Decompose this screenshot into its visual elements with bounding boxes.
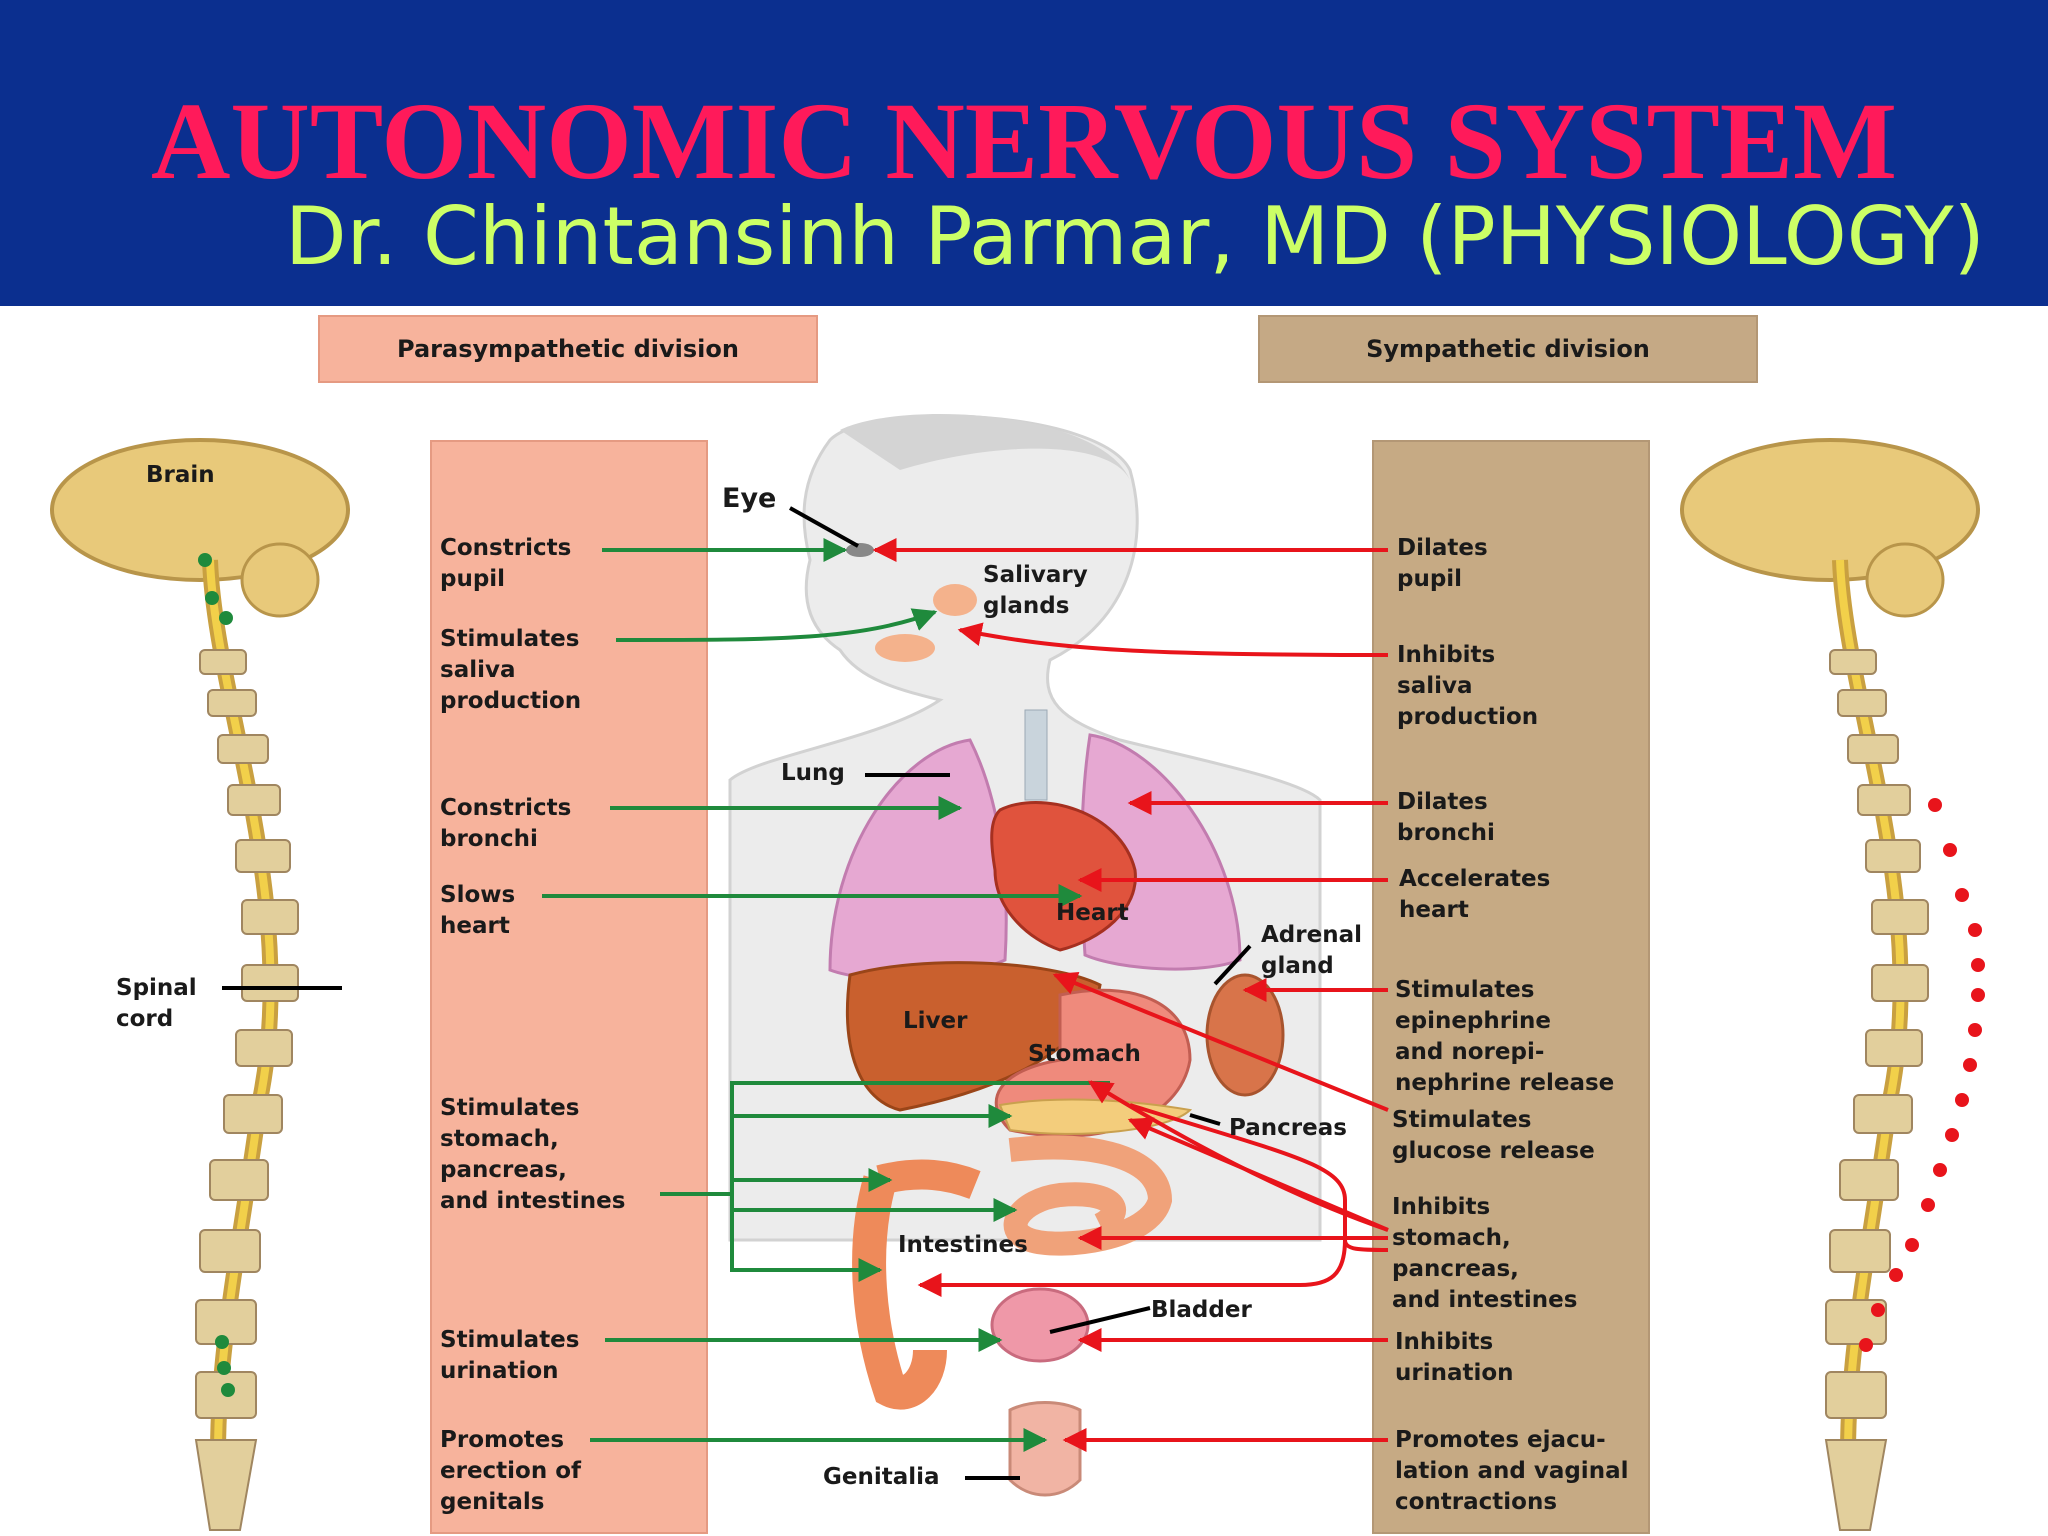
heart-label: Heart [1056,900,1129,926]
adrenal-gland-label: Adrenal gland [1261,922,1362,979]
stomach-label: Stomach [1028,1041,1141,1067]
salivary-gland-shape [933,584,977,616]
symp-effect-ejaculation: Promotes ejacu- lation and vaginal contr… [1395,1427,1629,1515]
para-effect-pupil: Constricts pupil [440,535,572,592]
spinal-cord-label: Spinal cord [116,975,197,1032]
symp-effect-pupil: Dilates pupil [1397,535,1488,592]
para-effect-urination: Stimulates urination [440,1327,580,1384]
title-banner [0,0,2048,306]
symp-effect-bronchi: Dilates bronchi [1397,789,1495,846]
sympathetic-heading: Sympathetic division [1258,315,1758,383]
heart-shape [990,801,1137,952]
large-intestine-shape [852,1175,947,1410]
para-effect-heart: Slows heart [440,882,516,939]
genitalia-label: Genitalia [823,1464,940,1490]
small-intestine-shape [1003,1135,1173,1256]
liver-label: Liver [903,1008,968,1034]
right-spine-figure [1680,438,1985,1531]
page-title: AUTONOMIC NERVOUS SYSTEM [150,80,1898,202]
parasympathetic-column [430,440,708,1534]
intestines-label: Intestines [898,1232,1028,1258]
leader-lines [222,506,1252,1480]
sympathetic-arrows [872,538,1389,1452]
sympathetic-column [1372,440,1650,1534]
parasympathetic-heading: Parasympathetic division [318,315,818,383]
symp-effect-epinephrine: Stimulates epinephrine and norepi- nephr… [1395,977,1615,1096]
salivary-glands-label: Salivary glands [983,562,1088,619]
symp-effect-urination: Inhibits urination [1395,1329,1514,1386]
page-subtitle: Dr. Chintansinh Parmar, MD (PHYSIOLOGY) [285,190,1985,283]
symp-effect-heart: Accelerates heart [1399,866,1551,923]
para-effect-bronchi: Constricts bronchi [440,795,572,852]
symp-effect-glucose: Stimulates glucose release [1392,1107,1595,1164]
genitalia-shape [1008,1401,1082,1497]
para-effect-digestion: Stimulates stomach, pancreas, and intest… [440,1095,626,1214]
symp-effect-saliva: Inhibits saliva production [1397,642,1539,730]
liver-shape [846,961,1102,1112]
bladder-shape [990,1287,1090,1363]
para-effect-saliva: Stimulates saliva production [440,626,582,714]
adrenal-kidney-shape [1205,973,1285,1097]
left-spine-figure [50,438,350,1531]
lung-label: Lung [781,760,845,786]
pancreas-label: Pancreas [1229,1115,1347,1141]
parasympathetic-arrows [542,538,1110,1452]
trachea-shape [1024,709,1048,801]
eye-label: Eye [722,483,777,514]
para-effect-genitals: Promotes erection of genitals [440,1427,582,1515]
brain-label: Brain [146,462,215,488]
symp-effect-digestion: Inhibits stomach, pancreas, and intestin… [1392,1194,1578,1313]
eye-shape [846,543,874,557]
bladder-label: Bladder [1151,1297,1252,1323]
anatomy-illustration [50,414,1985,1531]
